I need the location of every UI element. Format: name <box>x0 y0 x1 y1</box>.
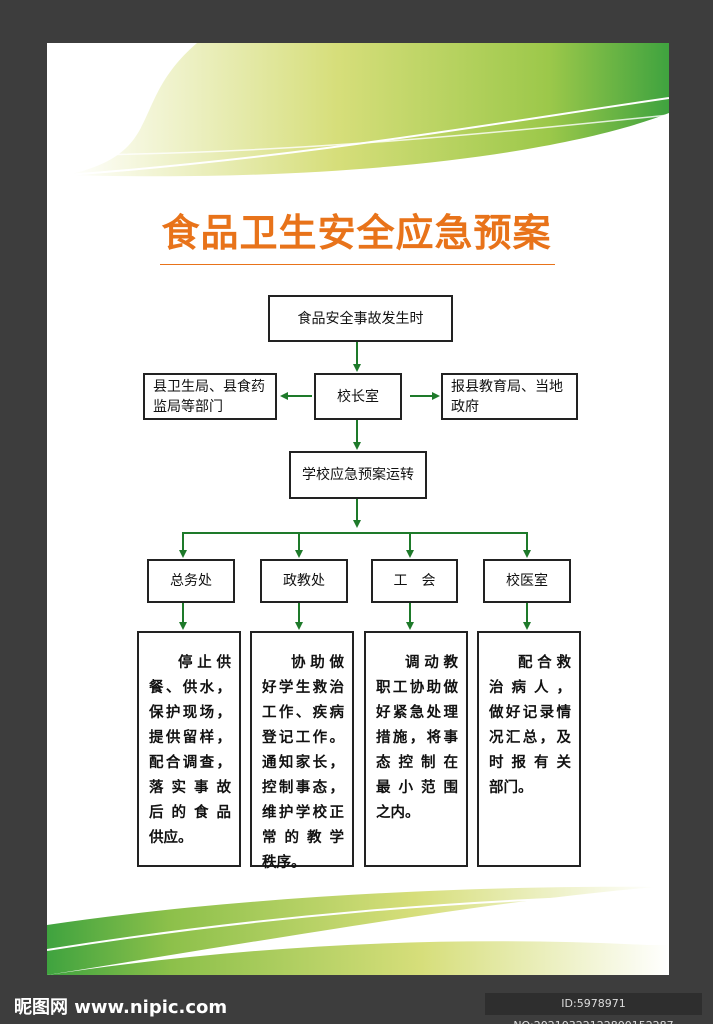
duty-line: 通知家长， <box>262 755 344 771</box>
duty-line: 停止供 <box>178 655 231 671</box>
duty-line: 之内。 <box>376 805 420 821</box>
start-box: 食品安全事故发生时 <box>268 295 453 342</box>
dept-box-general-affairs: 总务处 <box>147 559 235 603</box>
duty-line: 好紧急处理 <box>376 705 458 721</box>
duty-line: 配合救 <box>518 655 571 671</box>
duty-line: 配合调查， <box>149 755 231 771</box>
duty-line: 措施，将事 <box>376 730 458 746</box>
duty-box-political-education: 协助做 好学生救治 工作、疾病 登记工作。 通知家长， 控制事态， 维护学校正 … <box>250 631 354 871</box>
duty-box-general-affairs: 停止供 餐、供水， 保护现场， 提供留样， 配合调查， 落实事故 后的食品 供应… <box>137 631 241 867</box>
duty-line: 做好记录情 <box>489 705 571 721</box>
duty-line: 调动教 <box>405 655 458 671</box>
duty-line: 餐、供水， <box>149 680 231 696</box>
duty-line: 好学生救治 <box>262 680 344 696</box>
duty-line: 登记工作。 <box>262 730 344 746</box>
image-id-label: ID:5978971 NO:20210322122800152287 <box>485 993 702 1024</box>
duty-line: 控制事态， <box>262 780 344 796</box>
duty-line: 工作、疾病 <box>262 705 344 721</box>
duty-line: 常的教学 <box>262 830 344 846</box>
duty-line: 况汇总，及 <box>489 730 571 746</box>
duty-line: 治病人， <box>489 680 571 696</box>
duty-line: 态控制在 <box>376 755 458 771</box>
bottom-wave-decoration <box>47 886 669 975</box>
duty-line: 秩序。 <box>262 855 306 871</box>
dept-box-clinic: 校医室 <box>483 559 571 603</box>
duty-line: 维护学校正 <box>262 805 344 821</box>
duty-line: 落实事故 <box>149 780 231 796</box>
title-underline <box>160 264 555 265</box>
duty-line: 协助做 <box>291 655 344 671</box>
operation-box: 学校应急预案运转 <box>289 451 427 499</box>
dept-box-union: 工 会 <box>371 559 458 603</box>
duty-line: 提供留样， <box>149 730 231 746</box>
duty-box-clinic: 配合救 治病人， 做好记录情 况汇总，及 时报有关 部门。 <box>477 631 581 867</box>
duty-line: 供应。 <box>149 830 193 846</box>
watermark-logo: 昵图网 www.nipic.com <box>14 997 228 1018</box>
page-title: 食品卫生安全应急预案 <box>161 210 552 255</box>
health-bureau-box: 县卫生局、县食药监局等部门 <box>143 373 277 420</box>
branch-line <box>182 532 528 555</box>
education-bureau-box: 报县教育局、当地政府 <box>441 373 578 420</box>
top-wave-decoration <box>66 43 669 177</box>
duty-line: 最小范围 <box>376 780 458 796</box>
duty-line: 部门。 <box>489 780 533 796</box>
dept-box-political-education: 政教处 <box>260 559 348 603</box>
duty-line: 时报有关 <box>489 755 571 771</box>
duty-box-union: 调动教 职工协助做 好紧急处理 措施，将事 态控制在 最小范围 之内。 <box>364 631 468 867</box>
duty-line: 保护现场， <box>149 705 231 721</box>
duty-line: 后的食品 <box>149 805 231 821</box>
principal-box: 校长室 <box>314 373 402 420</box>
duty-line: 职工协助做 <box>376 680 458 696</box>
